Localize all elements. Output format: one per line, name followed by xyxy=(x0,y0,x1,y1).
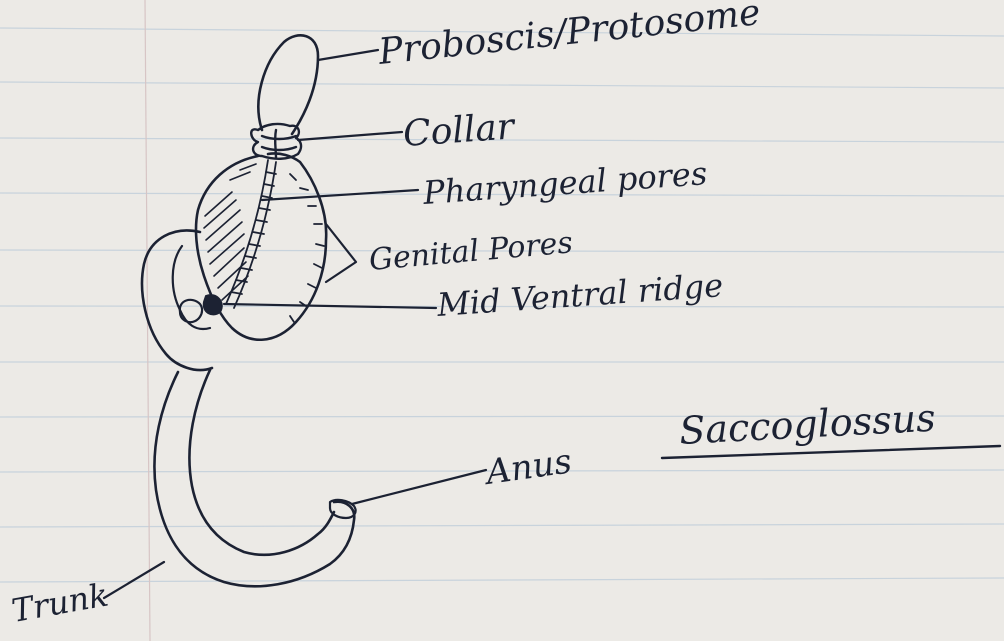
label-pharyngeal-pores: Pharyngeal pores xyxy=(421,154,708,212)
label-genital-pores: Genital Pores xyxy=(368,225,575,278)
label-anus: Anus xyxy=(481,441,574,493)
proboscis-shape xyxy=(258,35,318,134)
label-proboscis: Proboscis/Protosome xyxy=(376,0,763,73)
leader-genital xyxy=(326,224,356,282)
trunk-tail-inner xyxy=(189,370,334,555)
leader-anus xyxy=(352,470,486,504)
label-collar: Collar xyxy=(402,106,517,155)
mid-gut-stripe xyxy=(226,160,276,308)
left-lobe-inner xyxy=(173,246,210,329)
label-trunk: Trunk xyxy=(9,576,111,630)
ventral-ridge-mark xyxy=(204,295,222,314)
leader-trunk xyxy=(104,562,164,598)
specimen-title: Saccoglossus xyxy=(678,396,936,453)
leader-proboscis xyxy=(318,50,378,60)
label-mid-ventral-ridge: Mid Ventral ridge xyxy=(435,266,724,324)
leader-pharyngeal xyxy=(262,190,418,200)
gonad-pocket xyxy=(180,300,202,322)
